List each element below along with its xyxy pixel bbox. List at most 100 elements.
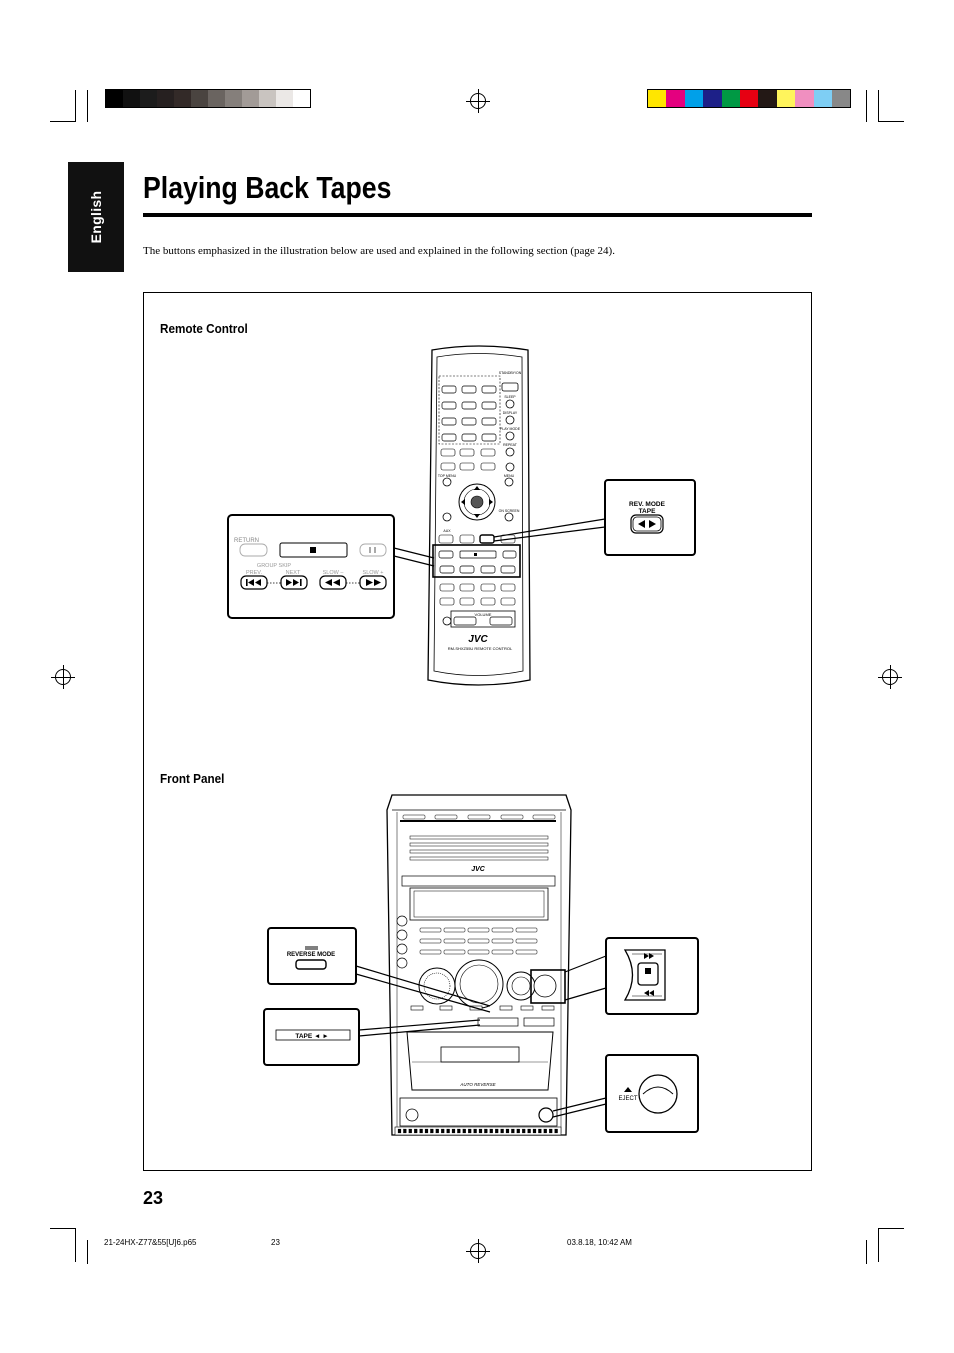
illustration-frame	[143, 292, 812, 1171]
decorative-button	[484, 1128, 488, 1134]
color-swatch	[174, 90, 191, 107]
rev-mode-label: REV. MODE	[629, 501, 666, 508]
decorative-button	[414, 1128, 418, 1134]
decorative-button	[459, 597, 475, 606]
tape-label-remote: TAPE	[639, 508, 657, 515]
repeat-label: REPEAT	[503, 443, 518, 447]
decorative-button	[459, 583, 475, 592]
color-swatch	[276, 90, 293, 107]
eject-callout: EJECT	[552, 1054, 699, 1133]
decorative-button	[481, 417, 497, 426]
grayscale-bar	[105, 89, 311, 108]
front-panel-heading: Front Panel	[160, 771, 225, 786]
color-swatch	[684, 90, 704, 107]
decorative-button	[461, 417, 477, 426]
decorative-button	[435, 1128, 439, 1134]
decorative-button	[491, 949, 514, 955]
decorative-button	[467, 927, 490, 933]
auto-reverse-label: AUTO REVERSE	[459, 1082, 496, 1087]
decorative-button	[461, 433, 477, 442]
decorative-button	[419, 927, 442, 933]
decorative-button	[419, 1128, 423, 1134]
color-swatch	[140, 90, 157, 107]
decorative-button	[446, 1128, 450, 1134]
slow-minus-label: SLOW –	[323, 570, 345, 576]
intro-text: The buttons emphasized in the illustrati…	[143, 245, 615, 257]
decorative-button	[409, 842, 549, 847]
decorative-button	[440, 448, 456, 457]
decorative-button	[515, 927, 538, 933]
decorative-button	[481, 433, 497, 442]
fast-forward-icon	[644, 953, 654, 959]
front-brand: JVC	[471, 866, 486, 873]
color-swatch	[703, 90, 722, 107]
decorative-button	[457, 1128, 461, 1134]
decorative-button	[532, 814, 556, 820]
top-menu-label: TOP MENU	[438, 474, 457, 478]
remote-callout-left: RETURN GROUP SKIP PREV. NEXT SLOW – SLOW…	[227, 514, 435, 619]
decorative-button	[505, 1128, 510, 1134]
decorative-button	[480, 583, 496, 592]
decorative-button	[467, 949, 490, 955]
next-label: NEXT	[286, 570, 301, 576]
reverse-mode-callout: REVERSE MODE	[267, 927, 491, 1013]
remote-model: RM-SHXZ55U REMOTE CONTROL	[448, 646, 513, 651]
decorative-button	[441, 433, 457, 442]
page-number: 23	[143, 1188, 164, 1208]
color-swatch	[208, 90, 225, 107]
next-icon	[286, 579, 302, 586]
remote-control-heading: Remote Control	[160, 321, 248, 336]
color-swatch	[259, 90, 276, 107]
decorative-button	[543, 1128, 547, 1134]
decorative-button	[441, 417, 457, 426]
slow-plus-icon	[366, 579, 381, 586]
decorative-button	[443, 949, 466, 955]
color-bar	[647, 89, 852, 108]
decorative-button	[532, 1128, 537, 1134]
color-swatch	[776, 90, 796, 107]
decorative-button	[419, 949, 442, 955]
decorative-button	[419, 938, 442, 944]
color-swatch	[293, 90, 310, 107]
registration-mark-right	[878, 665, 902, 689]
decorative-button	[441, 385, 457, 394]
prev-label: PREV.	[246, 570, 262, 576]
decorative-button	[443, 938, 466, 944]
aux-label: AUX	[443, 529, 451, 533]
on-screen-label: ON SCREEN	[499, 509, 520, 513]
transport-callout	[564, 937, 699, 1015]
decorative-button	[527, 1128, 531, 1134]
decorative-button	[511, 1128, 515, 1134]
return-label: RETURN	[234, 538, 259, 544]
prev-icon	[246, 579, 261, 586]
decorative-button	[467, 938, 490, 944]
decorative-button	[516, 1128, 520, 1134]
decorative-button	[491, 938, 514, 944]
decorative-button	[403, 1128, 407, 1134]
decorative-button	[461, 401, 477, 410]
decorative-button	[473, 1128, 477, 1134]
stereo-unit: JVC AUTO REVERSE	[386, 794, 572, 1136]
decorative-button	[451, 1128, 456, 1134]
decorative-button	[467, 814, 491, 820]
decorative-button	[424, 1128, 429, 1134]
sleep-label: SLEEP	[504, 395, 516, 399]
decorative-button	[440, 462, 456, 471]
color-swatch	[721, 90, 740, 107]
decorative-button	[402, 814, 426, 820]
footer-file-name: 21-24HX-Z77&55[U]6.p65	[104, 1238, 197, 1247]
footer-timestamp: 03.8.18, 10:42 AM	[567, 1238, 632, 1247]
decorative-button	[549, 1128, 553, 1134]
decorative-button	[481, 385, 497, 394]
remote-brand: JVC	[468, 634, 488, 645]
decorative-button	[515, 949, 538, 955]
decorative-button	[480, 597, 496, 606]
reverse-mode-label: REVERSE MODE	[287, 952, 335, 958]
decorative-button	[438, 534, 454, 544]
decorative-button	[430, 1128, 434, 1134]
decorative-button	[459, 448, 475, 457]
decorative-button	[480, 448, 496, 457]
rewind-icon	[644, 990, 654, 996]
registration-mark-top	[466, 89, 490, 113]
